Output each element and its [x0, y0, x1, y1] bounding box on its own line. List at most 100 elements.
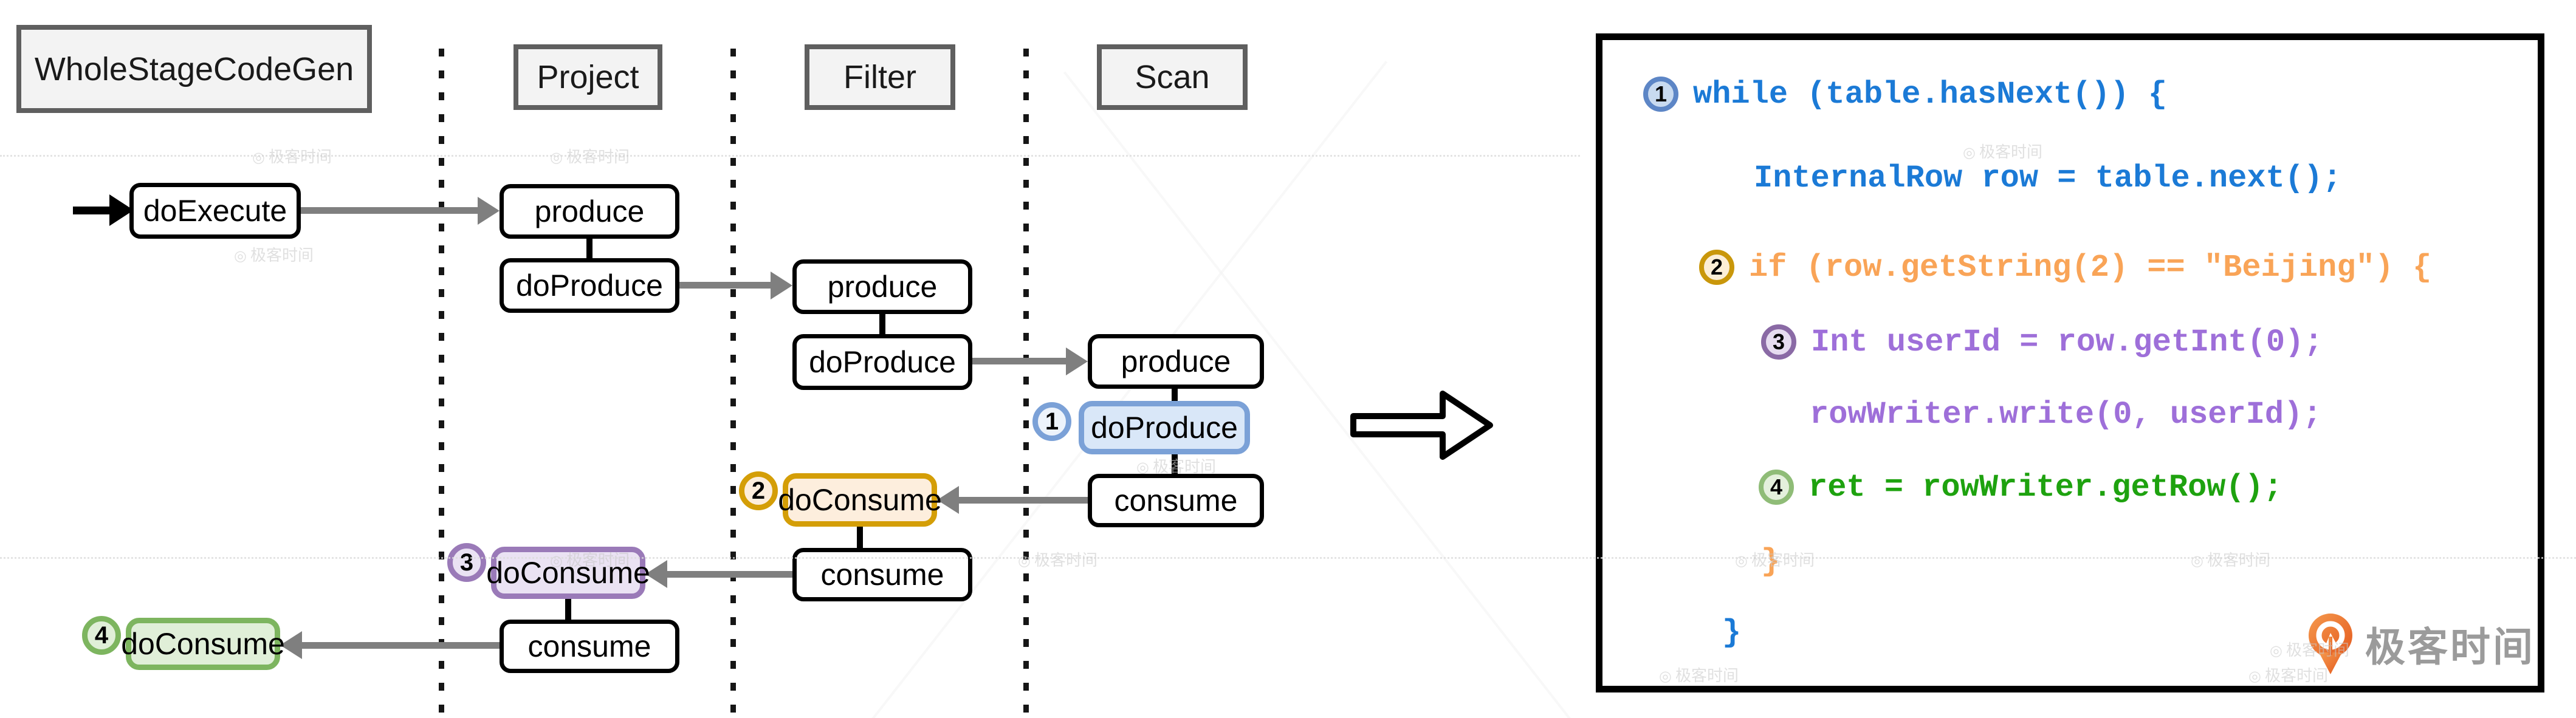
code-line-ret-getrow-text: ret = rowWriter.getRow(); — [1808, 469, 2283, 505]
code-step-2-badge: 2 — [1699, 250, 1734, 285]
column-separator-1 — [439, 49, 444, 718]
header-scan: Scan — [1097, 44, 1248, 110]
code-line-int-userid-text: Int userId = row.getInt(0); — [1811, 324, 2323, 360]
code-line-rowwriter-write-text: rowWriter.write(0, userId); — [1810, 396, 2322, 433]
code-step-3-badge: 3 — [1761, 324, 1796, 360]
code-line-ret-getrow: 4 ret = rowWriter.getRow(); — [1759, 465, 2282, 509]
codegen-transform-arrow — [1350, 391, 1493, 460]
header-filter: Filter — [805, 44, 955, 110]
connector-scan-doproduce-consume — [1172, 452, 1178, 476]
node-scan-consume-label: consume — [1114, 484, 1238, 518]
node-project-consume-label: consume — [527, 629, 651, 663]
geektime-logo: 极客时间 — [2307, 612, 2535, 675]
node-doexecute-label: doExecute — [143, 194, 287, 228]
connector-project-produce-doproduce — [586, 237, 592, 261]
arrow-doexecute-to-project-produce-head — [478, 197, 500, 225]
badge-step-4-number: 4 — [94, 621, 109, 649]
column-separator-3 — [1023, 49, 1029, 718]
arrow-filter-consume-to-project-doconsume — [666, 571, 792, 578]
arrow-project-consume-to-wscg-doconsume-head — [280, 631, 302, 659]
arrow-filter-doproduce-to-scan-produce-head — [1066, 347, 1088, 375]
code-line-rowwriter-write: rowWriter.write(0, userId); — [1810, 392, 2322, 436]
node-project-produce: produce — [500, 184, 679, 239]
node-filter-produce-label: produce — [827, 270, 938, 304]
code-step-2-number: 2 — [1710, 255, 1723, 279]
watermark: ◎极客时间 — [234, 243, 314, 265]
watermark-text: 极客时间 — [250, 246, 314, 264]
arrow-scan-consume-to-filter-doconsume — [958, 497, 1088, 504]
node-filter-doproduce-label: doProduce — [809, 345, 956, 379]
connector-project-doconsume-consume — [565, 597, 571, 622]
code-step-3-number: 3 — [1772, 329, 1785, 354]
connector-filter-produce-doproduce — [879, 312, 885, 336]
node-scan-consume: consume — [1088, 474, 1264, 527]
badge-step-1-number: 1 — [1045, 408, 1059, 435]
header-scan-label: Scan — [1135, 59, 1210, 95]
arrow-filter-consume-to-project-doconsume-head — [645, 560, 667, 588]
arrow-scan-consume-to-filter-doconsume-head — [937, 486, 959, 514]
column-separator-2 — [730, 49, 736, 718]
badge-step-3-number: 3 — [459, 549, 474, 576]
arrow-filter-doproduce-to-scan-produce — [972, 358, 1067, 364]
header-project: Project — [513, 44, 662, 110]
node-filter-doconsume-label: doConsume — [778, 483, 942, 517]
watermark: ◎极客时间 — [252, 145, 332, 167]
header-filter-label: Filter — [843, 59, 916, 95]
code-line-close-while-text: } — [1722, 614, 1742, 651]
node-scan-produce: produce — [1088, 334, 1264, 389]
watermark-text: 极客时间 — [268, 148, 332, 166]
watermark-pin-icon: ◎ — [252, 149, 265, 166]
code-step-4-badge: 4 — [1759, 470, 1794, 505]
code-line-while-text: while (table.hasNext()) { — [1693, 76, 2168, 112]
node-project-produce-label: produce — [534, 194, 645, 228]
badge-step-3: 3 — [447, 543, 486, 582]
node-filter-produce: produce — [792, 259, 972, 314]
code-line-while: 1 while (table.hasNext()) { — [1643, 72, 2167, 116]
node-wscg-doconsume-highlighted: doConsume — [121, 618, 285, 670]
code-step-1-number: 1 — [1654, 81, 1668, 106]
watermark-text: 极客时间 — [566, 148, 630, 166]
node-project-doproduce-label: doProduce — [516, 268, 663, 303]
arrow-project-consume-to-wscg-doconsume — [301, 642, 500, 649]
watermark-pin-icon: ◎ — [234, 248, 247, 264]
badge-step-2-number: 2 — [751, 477, 766, 504]
connector-filter-doconsume-consume — [857, 524, 863, 550]
geektime-pin-icon — [2309, 614, 2352, 674]
badge-step-4: 4 — [82, 616, 121, 655]
node-wscg-doconsume-label: doConsume — [121, 627, 285, 661]
watermark-dotted-line-top — [0, 155, 1580, 157]
code-line-close-if: } — [1761, 539, 1780, 583]
geektime-logo-text: 极客时间 — [2365, 624, 2535, 669]
node-scan-doproduce-label: doProduce — [1091, 411, 1238, 445]
header-wholestagecodegen-label: WholeStageCodeGen — [34, 50, 354, 87]
header-project-label: Project — [537, 59, 639, 95]
arrow-doexecute-to-project-produce — [300, 207, 480, 214]
code-line-close-while: } — [1722, 610, 1741, 654]
code-line-internalrow: InternalRow row = table.next(); — [1754, 156, 2341, 200]
arrow-project-doproduce-to-filter-produce — [679, 282, 772, 289]
badge-step-2: 2 — [739, 471, 778, 510]
node-scan-produce-label: produce — [1121, 344, 1231, 378]
code-line-if: 2 if (row.getString(2) == "Beijing") { — [1699, 245, 2431, 289]
background-diagonal-line — [1063, 71, 1590, 718]
code-line-int-userid: 3 Int userId = row.getInt(0); — [1761, 320, 2323, 364]
watermark: ◎极客时间 — [1018, 548, 1097, 570]
watermark-pin-icon: ◎ — [550, 149, 563, 166]
watermark-pin-icon: ◎ — [1136, 459, 1149, 476]
node-project-doproduce: doProduce — [500, 258, 679, 313]
arrow-project-doproduce-to-filter-produce-head — [771, 272, 792, 299]
node-filter-consume-label: consume — [820, 558, 944, 592]
watermark-text: 极客时间 — [1034, 551, 1097, 569]
node-filter-doproduce: doProduce — [792, 334, 972, 390]
node-filter-consume: consume — [792, 548, 972, 601]
generated-code-panel — [1596, 33, 2544, 692]
code-line-if-text: if (row.getString(2) == "Beijing") { — [1749, 249, 2432, 285]
code-line-internalrow-text: InternalRow row = table.next(); — [1754, 160, 2342, 196]
code-step-1-badge: 1 — [1643, 77, 1678, 112]
node-doexecute: doExecute — [129, 183, 301, 239]
node-project-consume: consume — [500, 620, 679, 673]
entry-arrow-shaft — [73, 207, 114, 214]
node-scan-doproduce-highlighted: doProduce — [1079, 401, 1250, 454]
code-line-close-if-text: } — [1761, 543, 1781, 580]
node-filter-doconsume-highlighted: doConsume — [778, 473, 942, 527]
